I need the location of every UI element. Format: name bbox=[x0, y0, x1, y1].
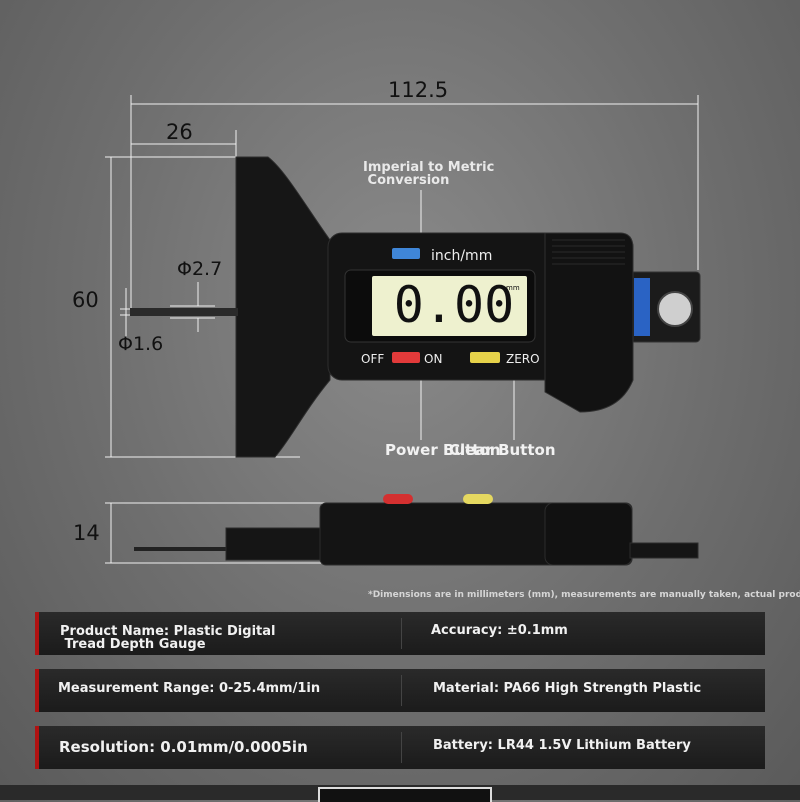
spec-measurement-range: Measurement Range: 0-25.4mm/1in bbox=[58, 681, 321, 696]
lcd-value: 0.00 bbox=[394, 276, 514, 334]
spec-row: Measurement Range: 0-25.4mm/1in Material… bbox=[35, 669, 765, 712]
gauge-grip bbox=[544, 232, 634, 413]
spec-product-name: Product Name: Plastic Digital Tread Dept… bbox=[60, 624, 276, 652]
zero-button bbox=[470, 352, 500, 363]
side-power-button bbox=[383, 494, 413, 504]
thickness-label: 14 bbox=[73, 521, 100, 545]
spec-accuracy: Accuracy: ±0.1mm bbox=[431, 623, 568, 638]
unit-toggle-button bbox=[392, 248, 420, 259]
dimensions-disclaimer: *Dimensions are in millimeters (mm), mea… bbox=[368, 590, 800, 600]
spec-row-accent bbox=[35, 612, 39, 655]
spec-row: Product Name: Plastic Digital Tread Dept… bbox=[35, 612, 765, 655]
probe-diameter-label: Φ2.7 bbox=[177, 258, 223, 280]
gauge-probe bbox=[130, 308, 238, 316]
spec-divider bbox=[401, 675, 402, 706]
zero-label: ZERO bbox=[506, 352, 540, 366]
spec-row: Resolution: 0.01mm/0.0005in Battery: LR4… bbox=[35, 726, 765, 769]
conversion-callout: Imperial to Metric Conversion bbox=[363, 160, 495, 188]
gauge-hang-hole bbox=[657, 291, 693, 327]
head-width-label: 26 bbox=[166, 120, 193, 144]
spec-row-accent bbox=[35, 726, 39, 769]
spec-row-accent bbox=[35, 669, 39, 712]
side-tail bbox=[629, 542, 699, 559]
spec-resolution: Resolution: 0.01mm/0.0005in bbox=[59, 738, 308, 756]
power-button bbox=[392, 352, 420, 363]
unit-toggle-label: inch/mm bbox=[431, 248, 492, 264]
side-grip bbox=[544, 502, 633, 566]
lcd-screen bbox=[372, 276, 527, 336]
clear-callout: Clear Button bbox=[449, 441, 556, 459]
side-base bbox=[225, 527, 331, 561]
height-label: 60 bbox=[72, 288, 99, 312]
tip-diameter-label: Φ1.6 bbox=[118, 333, 164, 355]
spec-material: Material: PA66 High Strength Plastic bbox=[433, 681, 702, 696]
side-probe bbox=[134, 547, 234, 551]
brand-logo bbox=[318, 787, 492, 802]
gauge-front-view: 0.00 mm inch/mm OFF ON ZERO bbox=[130, 156, 701, 458]
side-zero-button bbox=[463, 494, 493, 504]
power-callout: Power Button bbox=[385, 441, 501, 459]
spec-divider bbox=[401, 618, 402, 649]
overall-length-label: 112.5 bbox=[388, 78, 449, 102]
gauge-side-view bbox=[134, 494, 699, 566]
gauge-slider-label bbox=[634, 278, 650, 336]
off-label: OFF bbox=[361, 352, 384, 366]
gauge-base-foot bbox=[235, 156, 331, 458]
spec-battery: Battery: LR44 1.5V Lithium Battery bbox=[433, 738, 691, 753]
gauge-grip-texture bbox=[552, 239, 625, 265]
lcd-unit: mm bbox=[506, 284, 520, 292]
spec-divider bbox=[401, 732, 402, 763]
on-label: ON bbox=[424, 352, 442, 366]
